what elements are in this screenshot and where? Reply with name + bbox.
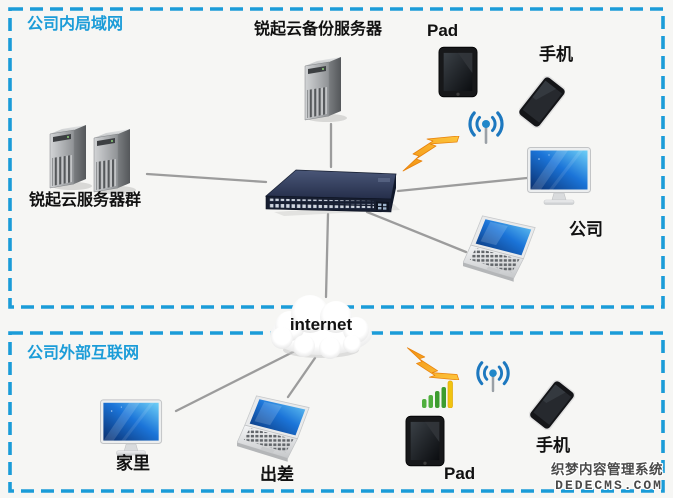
pad-label-bottom: Pad [444,464,476,483]
smartphone-icon [529,380,575,430]
watermark: 织梦内容管理系统 DEDECMS.COM [551,458,663,493]
lan-boundary [8,7,665,309]
laptop-icon [237,395,315,465]
wan-title: 公司外部互联网 [27,345,140,362]
wifi-antenna-icon [466,107,506,147]
phone-label-top: 手机 [539,45,573,64]
server-tower-icon [90,124,138,194]
smartphone-icon [519,76,565,128]
signal-bars-icon [421,380,455,408]
desktop-monitor-icon [100,399,164,456]
lan-title: 公司内局域网 [27,16,124,33]
company-label: 公司 [569,220,603,239]
server-group-label: 锐起云服务器群 [29,192,142,209]
watermark-line1: 织梦内容管理系统 [551,462,663,477]
lightning-bolt-icon [406,345,462,380]
tablet-icon [404,415,446,467]
server-tower-icon [301,52,349,122]
tablet-icon [437,46,479,98]
server-tower-icon [46,120,94,190]
desktop-monitor-icon [527,147,593,205]
watermark-line2: DEDECMS.COM [555,478,663,493]
laptop-icon [463,215,541,285]
connection-line-servers-switch [145,172,268,184]
backup-server-label: 锐起云备份服务器 [254,21,383,38]
wifi-antenna-icon [474,357,512,395]
lightning-bolt-icon [402,136,462,174]
internet-cloud-icon [264,290,378,362]
internet-label: internet [289,315,353,334]
connection-line-internet-trip [286,356,317,399]
network-switch-icon [264,168,400,216]
connection-line-switch-internet [324,212,330,299]
phone-label-bottom: 手机 [536,436,570,455]
home-label: 家里 [116,454,150,473]
connection-line-internet-home [174,350,295,413]
trip-label: 出差 [260,465,294,484]
connection-line-switch-monitor [396,176,529,193]
pad-label-top: Pad [427,21,459,40]
connection-line-switch-laptop [365,210,468,254]
